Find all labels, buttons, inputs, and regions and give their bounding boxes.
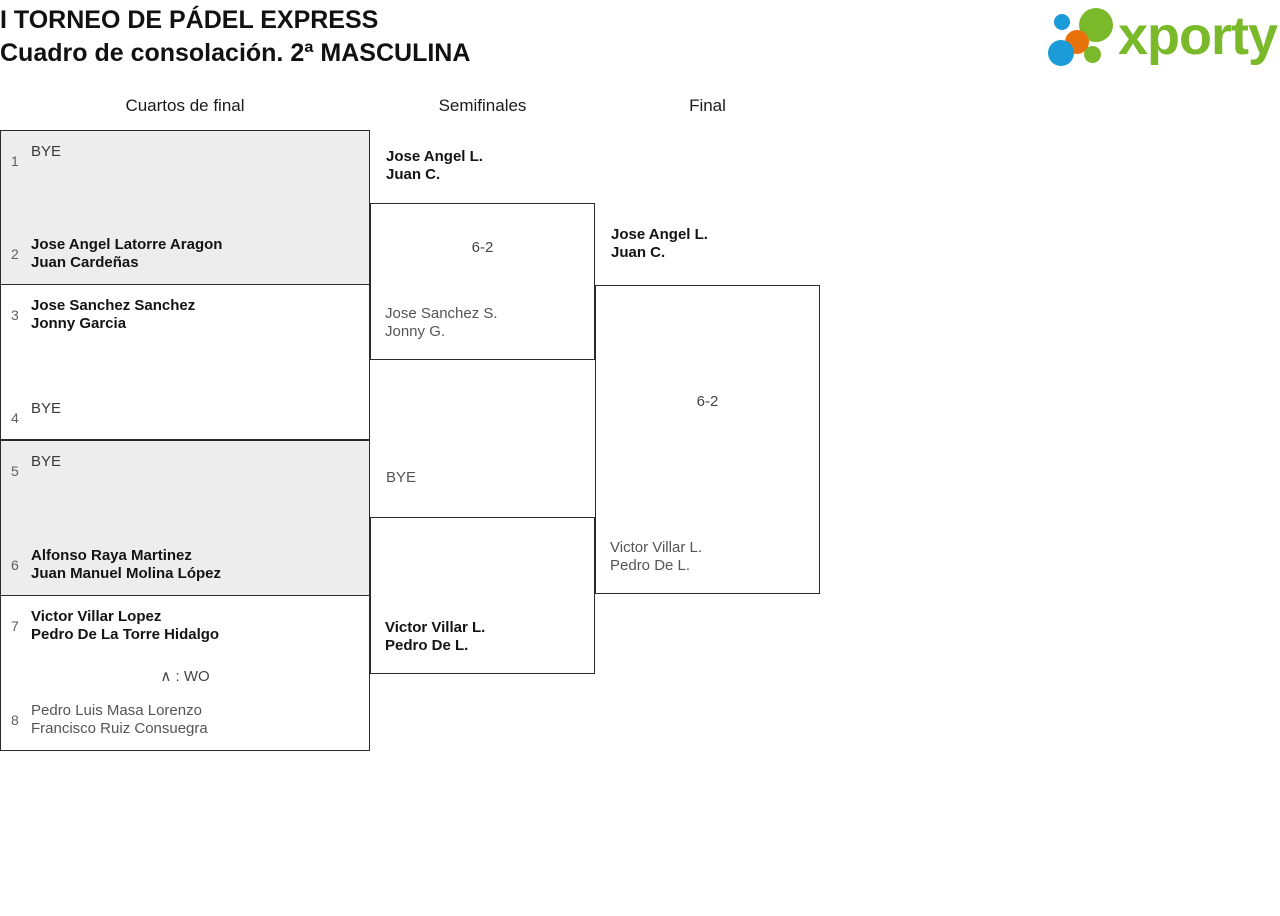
- semifinal-1-top-team[interactable]: Jose Angel L. Juan C.: [378, 148, 483, 184]
- team-player-2: Francisco Ruiz Consuegra: [31, 720, 208, 737]
- team-player-1: Victor Villar Lopez: [31, 608, 162, 625]
- logo-dots-icon: [1048, 8, 1126, 66]
- team-player-1: Alfonso Raya Martinez: [31, 547, 192, 564]
- team-names: Jose Angel Latorre Aragon Juan Cardeñas: [31, 236, 222, 272]
- seed-number: 7: [11, 618, 19, 634]
- team-player-1: Jose Angel L.: [386, 148, 483, 165]
- seed-number: 6: [11, 557, 19, 573]
- team-names: BYE: [31, 453, 61, 471]
- team-names: Victor Villar Lopez Pedro De La Torre Hi…: [31, 608, 219, 644]
- semifinal-2-top-team[interactable]: BYE: [378, 469, 416, 487]
- team-names: BYE: [31, 400, 61, 418]
- team-names: Pedro Luis Masa Lorenzo Francisco Ruiz C…: [31, 702, 208, 738]
- seed-number: 1: [11, 153, 19, 169]
- team-player-2: Pedro De L.: [610, 557, 691, 574]
- seed-number: 8: [11, 712, 19, 728]
- match-slot[interactable]: 7 Victor Villar Lopez Pedro De La Torre …: [1, 608, 369, 644]
- team-player-1: Jose Sanchez Sanchez: [31, 297, 196, 314]
- team-player-2: Juan C.: [611, 244, 666, 261]
- match-slot[interactable]: 4 BYE: [1, 400, 369, 427]
- final-top-team[interactable]: Jose Angel L. Juan C.: [603, 226, 708, 262]
- team-player-2: Pedro De La Torre Hidalgo: [31, 626, 220, 643]
- logo-dot-blue-large-icon: [1048, 40, 1074, 66]
- team-player-1: Pedro Luis Masa Lorenzo: [31, 702, 202, 719]
- semifinal-2-bottom-team[interactable]: Victor Villar L. Pedro De L.: [377, 619, 485, 655]
- seed-number: 3: [11, 307, 19, 323]
- match-slot[interactable]: 1 BYE: [1, 143, 369, 170]
- team-player-1: Victor Villar L.: [385, 619, 486, 636]
- final-match[interactable]: 6-2 Victor Villar L. Pedro De L.: [595, 285, 820, 594]
- team-player-2: Pedro De L.: [385, 637, 469, 654]
- team-names: Jose Sanchez Sanchez Jonny Garcia: [31, 297, 195, 333]
- team-player-1: Jose Angel Latorre Aragon: [31, 236, 223, 253]
- quarterfinal-match-1[interactable]: 1 BYE 2 Jose Angel Latorre Aragon Juan C…: [0, 130, 370, 285]
- team-player-1: Victor Villar L.: [610, 539, 702, 556]
- match-score: ∧ : WO: [160, 668, 210, 685]
- match-slot[interactable]: 5 BYE: [1, 453, 369, 480]
- page-title: I TORNEO DE PÁDEL EXPRESS Cuadro de cons…: [0, 0, 1000, 70]
- seed-number: 4: [11, 410, 19, 426]
- semifinal-1-bottom-team[interactable]: Jose Sanchez S. Jonny G.: [377, 305, 498, 341]
- final-bottom-team[interactable]: Victor Villar L. Pedro De L.: [602, 539, 702, 575]
- team-player-1: Jose Sanchez S.: [385, 305, 498, 322]
- round-header-semifinals: Semifinales: [438, 96, 527, 115]
- team-player-1: Jose Angel L.: [611, 226, 708, 243]
- team-player-1: BYE: [31, 453, 62, 470]
- logo-dot-blue-small-icon: [1054, 14, 1070, 30]
- team-player-1: BYE: [31, 143, 62, 160]
- team-player-2: Juan C.: [386, 166, 441, 183]
- team-player-2: Juan Manuel Molina López: [31, 565, 222, 582]
- match-slot[interactable]: 8 Pedro Luis Masa Lorenzo Francisco Ruiz…: [1, 702, 369, 738]
- match-score: 6-2: [696, 393, 719, 410]
- quarterfinal-match-4[interactable]: 7 Victor Villar Lopez Pedro De La Torre …: [0, 595, 370, 751]
- tournament-name: I TORNEO DE PÁDEL EXPRESS: [0, 6, 379, 34]
- quarterfinal-match-2[interactable]: 3 Jose Sanchez Sanchez Jonny Garcia 4 BY…: [0, 284, 370, 440]
- xporty-logo: xporty: [1048, 6, 1278, 68]
- match-slot[interactable]: 6 Alfonso Raya Martinez Juan Manuel Moli…: [1, 547, 369, 583]
- team-player-2: Juan Cardeñas: [31, 254, 139, 271]
- round-header-quarterfinals: Cuartos de final: [125, 96, 245, 115]
- bracket-subtitle: Cuadro de consolación. 2ª MASCULINA: [0, 39, 471, 67]
- round-header-final: Final: [689, 96, 726, 115]
- match-slot[interactable]: 3 Jose Sanchez Sanchez Jonny Garcia: [1, 297, 369, 333]
- team-player-1: BYE: [31, 400, 62, 417]
- team-player-2: Jonny G.: [385, 323, 446, 340]
- team-names: Alfonso Raya Martinez Juan Manuel Molina…: [31, 547, 221, 583]
- match-score: 6-2: [471, 239, 494, 256]
- quarterfinal-match-3[interactable]: 5 BYE 6 Alfonso Raya Martinez Juan Manue…: [0, 440, 370, 596]
- logo-dot-green-small-icon: [1084, 46, 1101, 63]
- semifinal-match-2[interactable]: Victor Villar L. Pedro De L.: [370, 517, 595, 674]
- team-names: BYE: [31, 143, 61, 161]
- team-player-2: Jonny Garcia: [31, 315, 127, 332]
- semifinal-match-1[interactable]: 6-2 Jose Sanchez S. Jonny G.: [370, 203, 595, 360]
- logo-wordmark: xporty: [1118, 6, 1278, 66]
- match-slot[interactable]: 2 Jose Angel Latorre Aragon Juan Cardeña…: [1, 236, 369, 272]
- seed-number: 5: [11, 463, 19, 479]
- seed-number: 2: [11, 246, 19, 262]
- team-player-1: BYE: [386, 469, 417, 486]
